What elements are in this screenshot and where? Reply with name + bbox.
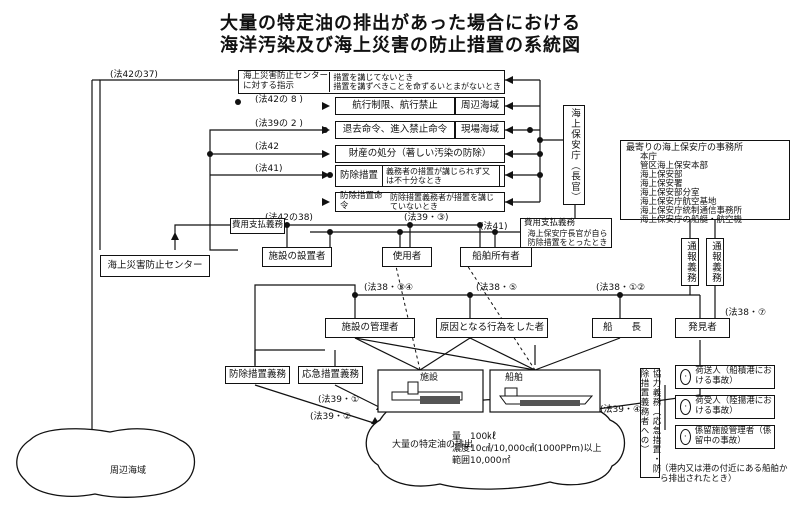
consignee-box: ·荷受人（陸揚港における事故） xyxy=(675,395,775,419)
discharge-label: 大量の特定油の排出 xyxy=(392,440,474,450)
ship-pic-label: 船舶 xyxy=(505,373,524,383)
center-instruction-label: 海上災害防止センターに対する指示 xyxy=(243,71,329,91)
ship-owner-box: 船舶所有者 xyxy=(460,247,532,267)
office-item: 管区海上保安本部 xyxy=(640,161,709,172)
prevention-order-label: 防除措置命令 xyxy=(340,191,383,211)
cost-duty-right-box: 費用支払義務 海上保安庁長官が自ら防除措置をとったとき xyxy=(520,218,612,248)
discoverer-box: 発見者 xyxy=(675,318,730,338)
storage-label: 係留施設管理者（係留中の事故） xyxy=(694,426,772,446)
nearby-sea-cloud xyxy=(16,428,195,498)
discharge-range: 範囲10,000㎡ xyxy=(452,456,511,466)
law-41b: (法41) xyxy=(480,222,508,232)
title-line2: 海洋汚染及び海上災害の防止措置の系統図 xyxy=(220,35,581,56)
evac-target-box: 現場海域 xyxy=(455,121,505,139)
consignee-bullet: · xyxy=(680,399,692,415)
prevention-duty-box: 防除措置義務 xyxy=(225,366,290,384)
law-38-34: (法38・③④ xyxy=(364,283,414,293)
office-item: 海上保安庁の船艇・航空機 xyxy=(640,214,743,225)
nearby-sea-label: 周辺海域 xyxy=(110,466,147,476)
office-item: 海上保安部 xyxy=(640,170,683,181)
storage-box: ·係留施設管理者（係留中の事故） xyxy=(675,425,775,449)
law-39-1: (法39・① xyxy=(318,395,360,405)
law-39-2b: (法39・② xyxy=(310,412,352,422)
facility-pic-label: 施設 xyxy=(420,373,439,383)
prevention-label: 防除措置 xyxy=(340,169,379,181)
facility-manager-box: 施設の管理者 xyxy=(325,318,415,338)
prevention-order-box: 防除措置命令 防除措置義務者が措置を講じていないとき xyxy=(335,191,505,212)
office-item: 海上保安庁航空基地 xyxy=(640,196,717,207)
law-39-3: (法39・③) xyxy=(404,213,449,223)
shipper-label: 荷送人（船積港における事故） xyxy=(695,366,772,386)
title-line1: 大量の特定油の排出があった場合における xyxy=(220,13,581,34)
navigation-restriction-box: 航行制限、航行禁止 xyxy=(335,97,455,115)
port-note: （港内又は港の付近にある船舶から排出されたとき） xyxy=(660,464,788,484)
storage-bullet: · xyxy=(680,429,691,445)
prevention-order-condition: 防除措置義務者が措置を講じていないとき xyxy=(390,192,494,211)
cost-duty-box: 費用支払義務 xyxy=(230,218,285,234)
law-41a: (法41) xyxy=(255,164,283,174)
cost-duty-right-label: 費用支払義務 xyxy=(524,217,576,228)
ship-picture xyxy=(489,369,601,413)
center-instruction-box: 海上災害防止センターに対する指示 措置を講じてないとき 措置を講ずべきことを命ず… xyxy=(238,70,505,94)
law-42-37: (法42の37) xyxy=(110,70,158,80)
disaster-prevention-center-box: 海上災害防止センター xyxy=(100,255,210,277)
law-42-38: (法42の38) xyxy=(265,213,313,223)
emergency-duty-box: 応急措置義務 xyxy=(298,366,363,384)
discharge-concentration: 濃度10㎤/10,000㎤(1000PPm)以上 xyxy=(452,444,602,454)
law-38-12: (法38・①② xyxy=(596,283,646,293)
evacuation-order-box: 退去命令、進入禁止命令 xyxy=(335,121,455,139)
report-duty-2: 通報義務 xyxy=(706,238,724,286)
nearest-office-box: 最寄りの海上保安庁の事務所 本庁管区海上保安本部海上保安部海上保安署海上保安部分… xyxy=(620,140,790,224)
law-38-7: (法38・⑦ xyxy=(725,308,767,318)
facility-owner-box: 施設の設置者 xyxy=(262,247,332,267)
office-item: 海上保安庁統制通信事務所 xyxy=(640,205,743,216)
coast-guard-box: 海上保安庁（長官） xyxy=(563,105,585,205)
office-item: 海上保安署 xyxy=(640,179,683,190)
nav-target-box: 周辺海域 xyxy=(455,97,505,115)
cooperation-duty-box: 協力義務（応急措置・防除措置義務者への） xyxy=(639,368,661,478)
prevention-measure-box: 防除措置 義務者の措置が講じられず又は不十分なとき xyxy=(335,164,505,188)
law-38-5: (法38・⑤ xyxy=(476,283,518,293)
law-42: (法42 xyxy=(255,142,279,152)
user-box: 使用者 xyxy=(382,247,432,267)
prevention-condition: 義務者の措置が講じられず又は不十分なとき xyxy=(382,164,500,188)
office-list: 本庁管区海上保安本部海上保安部海上保安署海上保安部分室海上保安庁航空基地海上保安… xyxy=(626,153,742,224)
cause-person-box: 原因となる行為をした者 xyxy=(436,318,548,338)
captain-box: 船 長 xyxy=(592,318,652,338)
consignee-label: 荷受人（陸揚港における事故） xyxy=(695,396,772,416)
shipper-box: ·荷送人（船積港における事故） xyxy=(675,365,775,389)
nearest-office-title: 最寄りの海上保安庁の事務所 xyxy=(626,143,744,153)
office-item: 本庁 xyxy=(640,152,658,163)
office-item: 海上保安部分室 xyxy=(640,188,700,199)
law-39-4: (法39・④ xyxy=(600,405,642,415)
center-instruction-condition: 措置を講じてないとき 措置を講ずべきことを命ずるいとまがないとき xyxy=(329,71,504,93)
cost-duty-right-condition: 海上保安庁長官が自ら防除措置をとったとき xyxy=(527,228,608,247)
property-disposal-box: 財産の処分（著しい汚染の防除） xyxy=(335,145,505,163)
law-42-8: (法42の 8 ) xyxy=(255,95,303,105)
facility-picture xyxy=(377,369,484,413)
shipper-bullet: · xyxy=(680,369,692,385)
law-39-2: (法39の 2 ) xyxy=(255,119,303,129)
report-duty-1: 通報義務 xyxy=(681,238,699,286)
discharge-amount: 量 100㎘ xyxy=(452,432,497,442)
